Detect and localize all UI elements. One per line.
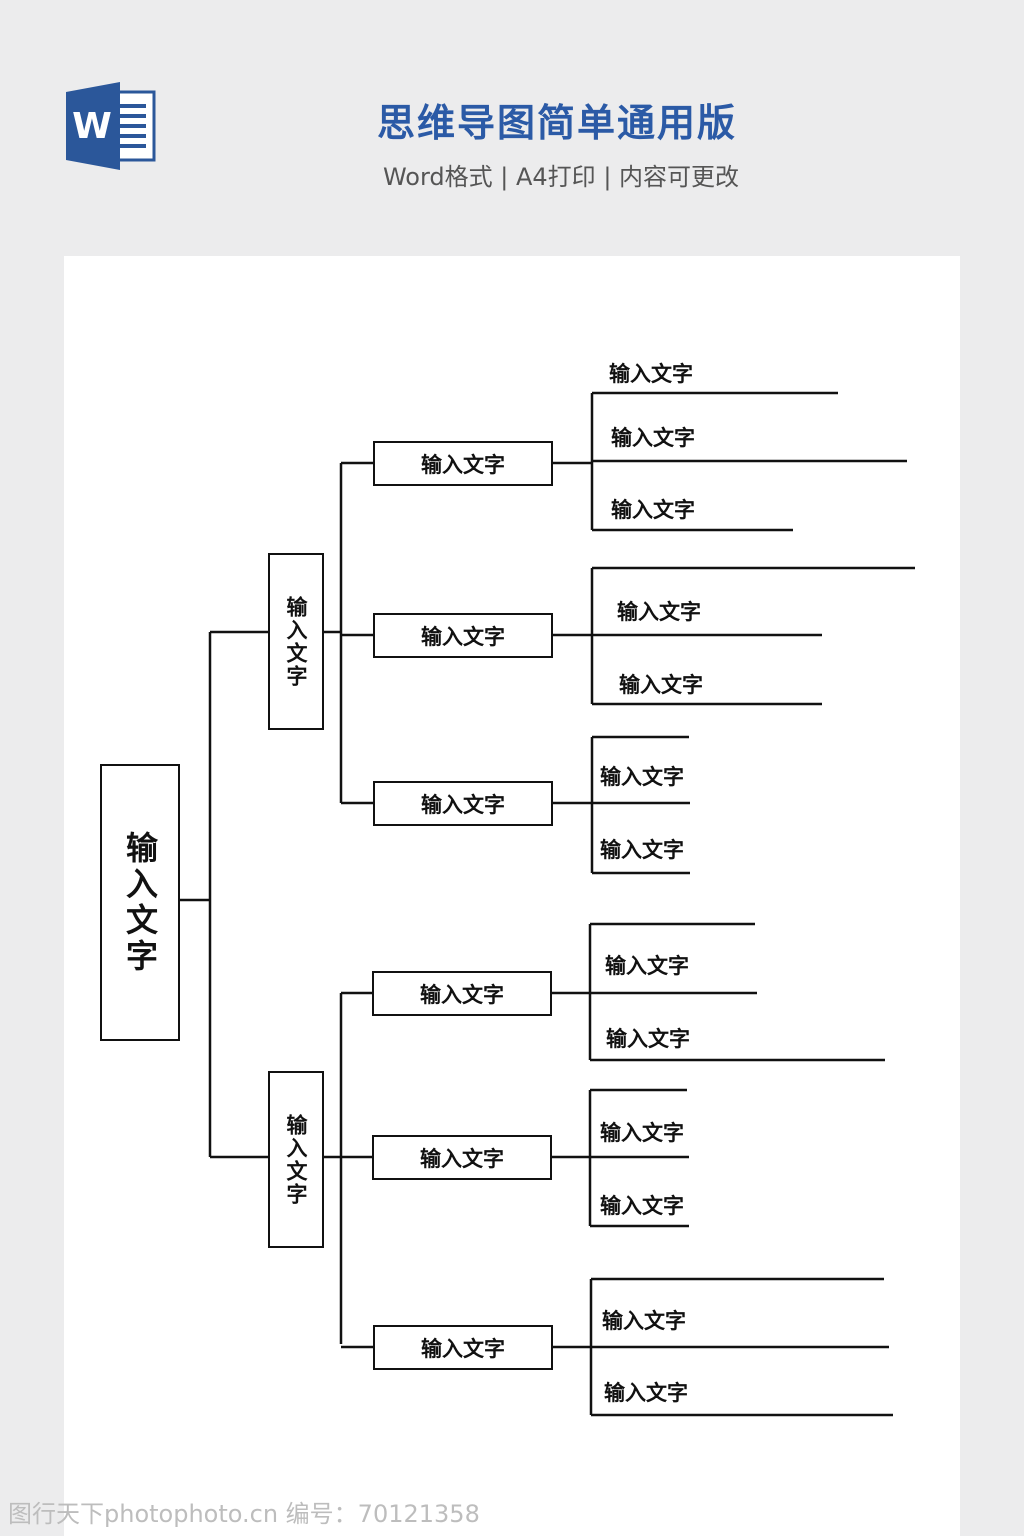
watermark: 图行天下photophoto.cn 编号：70121358 [8,1500,480,1528]
child-node: 输入文字 [373,1325,553,1370]
page-title: 思维导图简单通用版 [376,101,737,145]
leaf-label: 输入文字 [619,673,703,697]
word-icon: W [64,82,156,176]
leaf-label: 输入文字 [605,954,689,978]
leaf-label: 输入文字 [600,1121,684,1145]
leaf-label: 输入文字 [606,1027,690,1051]
branch-node: 输入文字 [268,553,324,730]
leaf-label: 输入文字 [600,765,684,789]
child-node: 输入文字 [373,613,553,658]
child-node: 输入文字 [372,1135,552,1180]
leaf-label: 输入文字 [611,498,695,522]
leaf-label: 输入文字 [600,838,684,862]
word-logo-letter: W [72,106,112,147]
leaf-label: 输入文字 [604,1381,688,1405]
leaf-label: 输入文字 [602,1309,686,1333]
leaf-label: 输入文字 [617,600,701,624]
page-subtitle: Word格式 | A4打印 | 内容可更改 [382,163,740,191]
root-node: 输入文字 [100,764,180,1041]
child-node: 输入文字 [373,441,553,486]
leaf-label: 输入文字 [611,426,695,450]
child-node: 输入文字 [372,971,552,1016]
branch-node: 输入文字 [268,1071,324,1248]
leaf-label: 输入文字 [609,362,693,386]
leaf-label: 输入文字 [600,1194,684,1218]
child-node: 输入文字 [373,781,553,826]
